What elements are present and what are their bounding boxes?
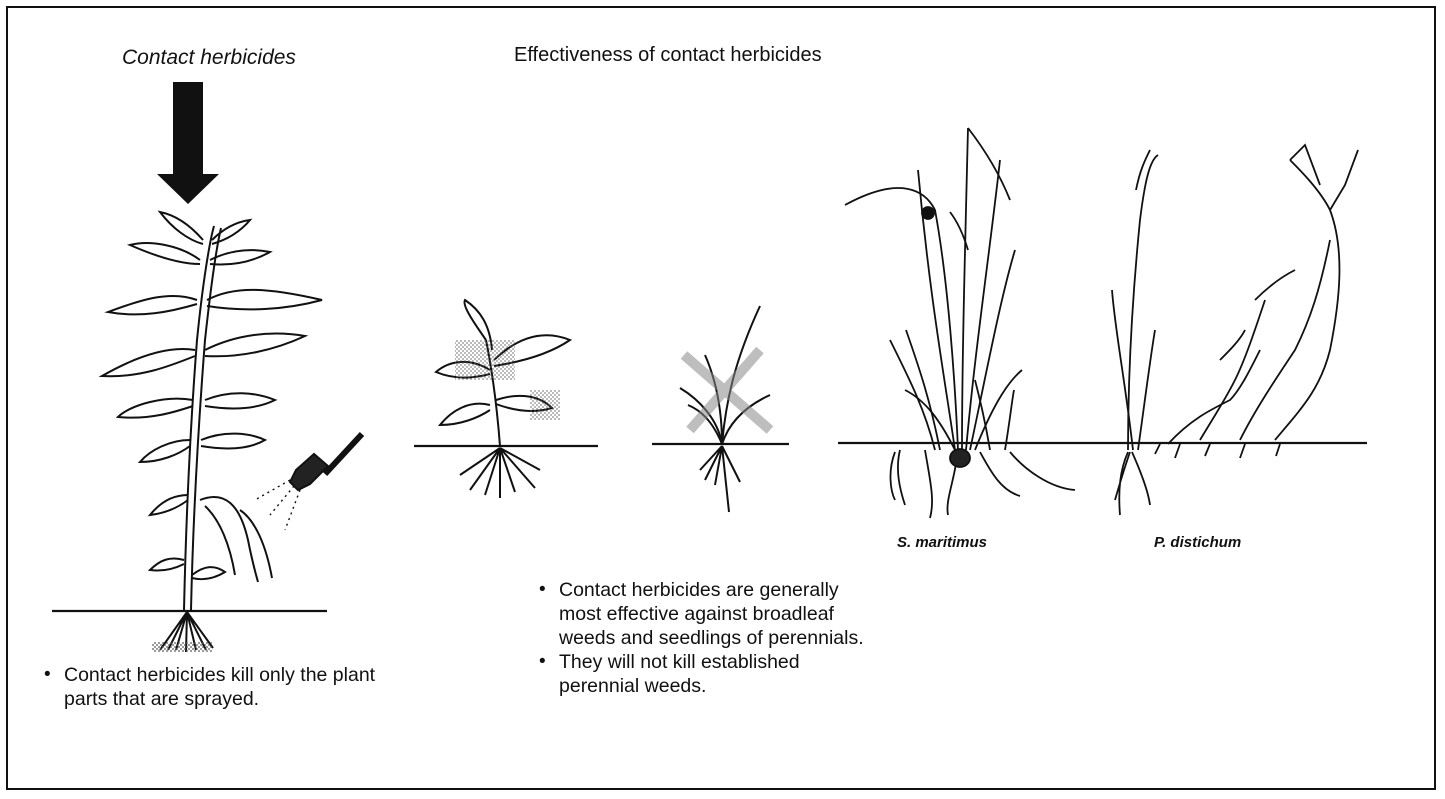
middle-panel-title: Effectiveness of contact herbicides: [514, 43, 834, 68]
p-distichum-plant: [1112, 145, 1358, 515]
middle-bullet-list: Contact herbicides are generally most ef…: [539, 578, 879, 698]
left-bullet-list: Contact herbicides kill only the plant p…: [44, 663, 384, 711]
s-maritimus-plant: [845, 128, 1075, 518]
caption-s-maritimus: S. maritimus: [897, 534, 987, 551]
spray-arrow-icon: [157, 82, 219, 204]
perennial-seedling: [652, 306, 789, 512]
sprayer-icon: [255, 434, 362, 530]
sprayed-plant: [52, 212, 327, 652]
broadleaf-weed: [414, 300, 598, 498]
list-item: Contact herbicides kill only the plant p…: [44, 663, 384, 711]
list-item: They will not kill established perennial…: [539, 650, 879, 698]
list-item: Contact herbicides are generally most ef…: [539, 578, 879, 650]
left-panel-title: Contact herbicides: [122, 46, 296, 70]
caption-p-distichum: P. distichum: [1154, 534, 1241, 551]
